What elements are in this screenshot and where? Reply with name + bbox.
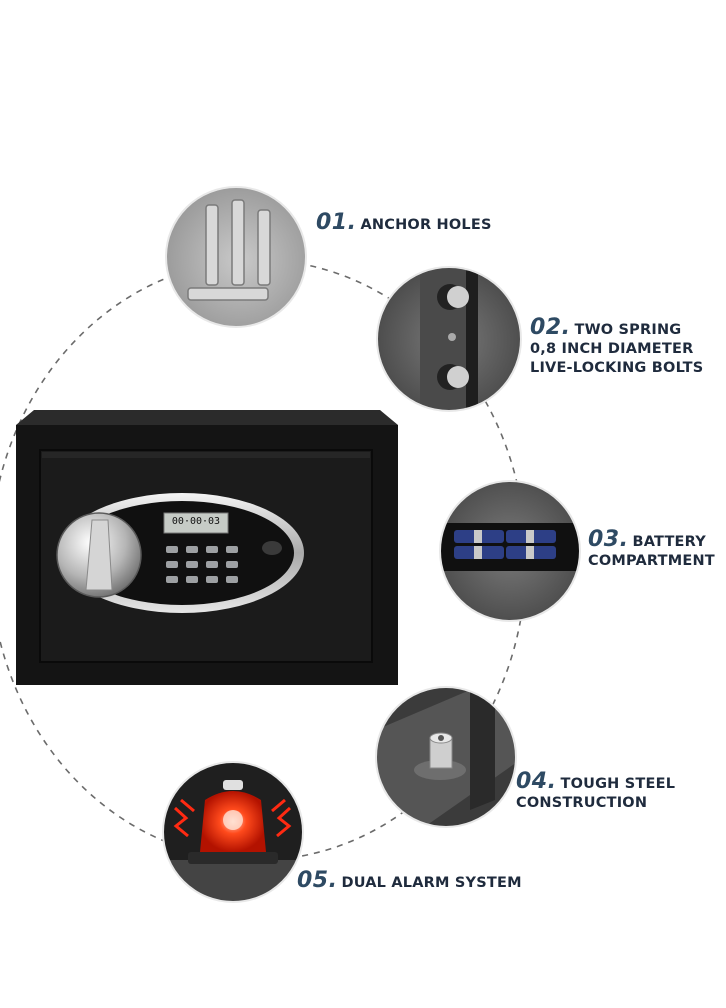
locking-bolts-icon: [377, 267, 521, 411]
safe-display-readout: 00·00·03: [171, 516, 221, 527]
feature-label-anchor-holes: 01.ANCHOR HOLES: [316, 210, 492, 235]
feature-label-battery-compartment: 03.BATTERY COMPARTMENT: [588, 527, 715, 570]
feature-number: 02.: [530, 315, 571, 340]
alarm-siren-icon: [163, 762, 303, 902]
feature-number: 05.: [297, 868, 338, 893]
feature-label-alarm-system: 05.DUAL ALARM SYSTEM: [297, 868, 522, 893]
feature-label-steel-construction: 04.TOUGH STEEL CONSTRUCTION: [516, 769, 676, 812]
feature-number: 01.: [316, 210, 357, 235]
feature-number: 03.: [588, 527, 629, 552]
steel-hinge-icon: [376, 687, 516, 827]
feature-label-locking-bolts: 02.TWO SPRING 0,8 INCH DIAMETER LIVE-LOC…: [530, 315, 704, 377]
anchor-bolts-icon: [166, 187, 306, 327]
feature-number: 04.: [516, 769, 557, 794]
battery-compartment-icon: [440, 481, 580, 621]
